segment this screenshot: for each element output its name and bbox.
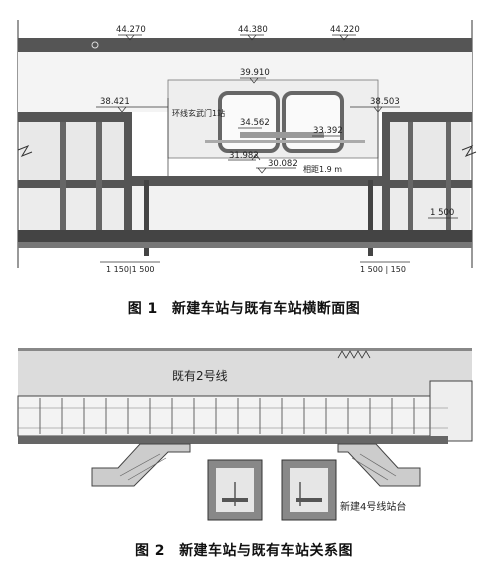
new-platform-label: 新建4号线站台	[340, 500, 406, 513]
dimension-bottom-left: 1 150|1 500	[106, 265, 155, 274]
track-bed	[240, 132, 324, 138]
column-right	[368, 180, 373, 256]
new-tunnel-right	[281, 459, 337, 521]
elevation-marker-low-mid: 30.082	[256, 159, 298, 174]
top-slab	[18, 38, 472, 52]
right-station-structure	[382, 112, 477, 232]
elevation-44-220: 44.220	[330, 25, 360, 35]
survey-mark-icon	[91, 41, 99, 49]
ground-hatch-icon	[337, 350, 371, 359]
station-end-block	[429, 380, 473, 442]
tunnel-floor-line	[205, 140, 365, 143]
dimension-1500-right: 1 500	[430, 208, 454, 218]
elevation-39-910: 39.910	[240, 68, 270, 78]
elevation-triangle-icon	[339, 34, 349, 41]
elevation-31-982: 31.982	[229, 151, 259, 161]
elevation-marker-top-left: 44.270	[116, 25, 146, 41]
right-stair	[337, 443, 421, 487]
elevation-marker-mid-left: 34.562	[238, 118, 270, 129]
figure-1-title: 新建车站与既有车站横断面图	[171, 301, 361, 317]
figure-2-title: 新建车站与既有车站关系图	[179, 543, 354, 559]
band-edge-top	[18, 348, 472, 351]
elevation-marker-inner-top: 39.910	[240, 68, 270, 84]
elevation-marker-low-left: 31.982	[228, 151, 261, 161]
existing-line-band	[18, 348, 472, 396]
elevation-marker-top-right: 44.220	[330, 25, 360, 41]
elevation-triangle-icon	[247, 34, 257, 41]
figure-1-number: 图 1	[127, 301, 158, 317]
elevation-marker-mid-right: 33.392	[312, 126, 343, 137]
elevation-marker-top-mid: 44.380	[238, 25, 268, 41]
left-station-structure	[17, 112, 132, 232]
figure-2-number: 图 2	[134, 543, 166, 559]
distance-label: 相距1.9 m	[303, 164, 342, 174]
existing-station-body	[17, 395, 449, 437]
elevation-34-562: 34.562	[240, 118, 270, 128]
left-stair	[91, 443, 191, 487]
figure-2-relation-plan: 既有2号线	[17, 348, 473, 521]
dimension-bottom-right: 1 500 | 150	[360, 265, 406, 274]
bottom-slab	[18, 230, 472, 242]
new-station-roof-slab	[130, 176, 382, 186]
bottom-slab-lower	[18, 242, 472, 248]
station-label: 环线玄武门1站	[172, 108, 225, 118]
existing-line-label: 既有2号线	[172, 369, 228, 383]
station-columns	[39, 398, 415, 434]
existing-station-floor	[18, 436, 448, 444]
elevation-triangle-icon	[249, 77, 259, 84]
elevation-44-270: 44.270	[116, 25, 146, 35]
elevation-30-082: 30.082	[268, 159, 298, 169]
elevation-triangle-icon	[251, 153, 261, 161]
figure-1-cross-section: 44.270 44.380 44.220 39.910 环线玄武门1站 34.5…	[17, 20, 477, 274]
new-station-hall	[132, 186, 382, 230]
figure-1-caption: 图 1 新建车站与既有车站横断面图	[0, 298, 488, 318]
elevation-33-392: 33.392	[313, 126, 343, 136]
elevation-38-503: 38.503	[370, 97, 400, 107]
break-line-icon	[17, 144, 33, 158]
column-left	[144, 180, 149, 256]
elevation-triangle-icon	[125, 34, 135, 41]
break-line-icon	[461, 144, 477, 158]
elevation-44-380: 44.380	[238, 25, 268, 35]
figure-2-caption: 图 2 新建车站与既有车站关系图	[0, 540, 488, 560]
new-tunnel-left	[207, 459, 263, 521]
elevation-triangle-icon	[257, 167, 267, 174]
elevation-38-421: 38.421	[100, 97, 130, 107]
